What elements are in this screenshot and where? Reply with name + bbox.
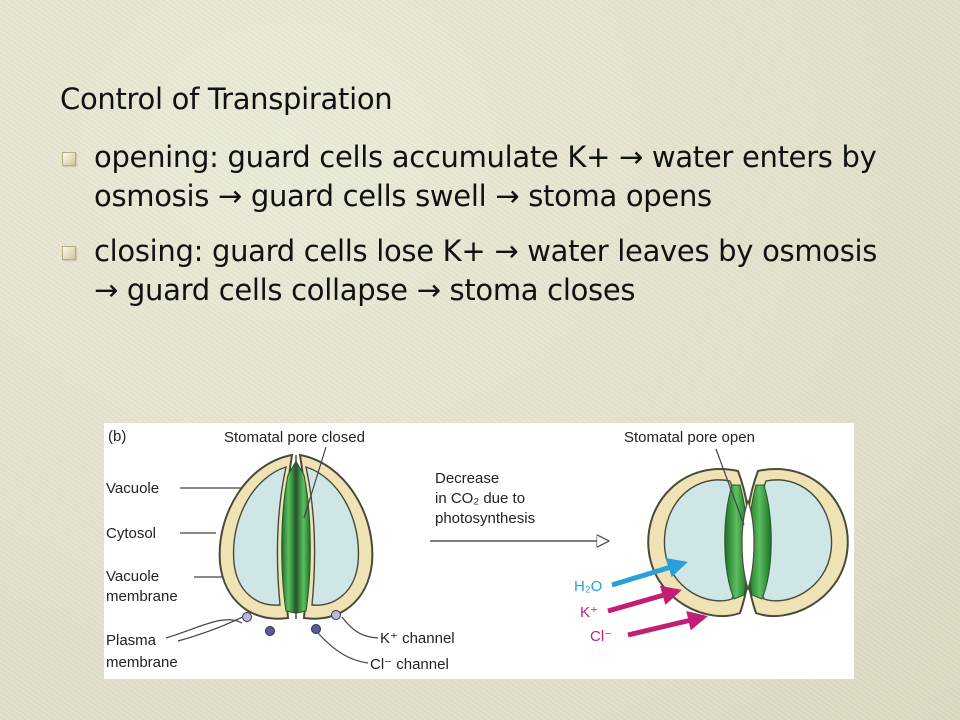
open-stoma-title: Stomatal pore open xyxy=(624,429,755,446)
bullet-list: opening: guard cells accumulate K+ → wat… xyxy=(60,138,900,326)
stomata-diagram: (b) Vacuole Cytosol Vacuole membrane Pla… xyxy=(106,428,849,673)
closed-pore-pointer xyxy=(303,446,327,519)
bullet-opening: opening: guard cells accumulate K+ → wat… xyxy=(60,138,900,216)
potassium-label: K⁺ xyxy=(580,604,598,621)
open-stoma xyxy=(647,468,849,618)
stomata-figure: (b) Vacuole Cytosol Vacuole membrane Pla… xyxy=(104,423,854,679)
slide-title: Control of Transpiration xyxy=(60,82,393,116)
label-plasma-membrane-2: membrane xyxy=(106,654,178,671)
water-arrow xyxy=(611,558,688,588)
label-cytosol: Cytosol xyxy=(106,525,156,542)
label-vacuole: Vacuole xyxy=(106,480,159,497)
closed-stoma-title: Stomatal pore closed xyxy=(224,429,365,446)
label-vacuole-membrane-1: Vacuole xyxy=(106,568,159,585)
panel-label: (b) xyxy=(108,428,126,445)
chloride-label: Cl⁻ xyxy=(590,628,612,645)
bullet-closing: closing: guard cells lose K+ → water lea… xyxy=(60,232,900,310)
water-label: H₂O xyxy=(574,578,602,595)
transition-line-1: Decrease xyxy=(435,470,499,487)
k-channel-label: K⁺ channel xyxy=(380,630,455,647)
label-plasma-membrane-1: Plasma xyxy=(106,632,157,649)
transition-line-3: photosynthesis xyxy=(435,510,535,527)
bullet-text-opening: opening: guard cells accumulate K+ → wat… xyxy=(94,140,877,213)
label-vacuole-membrane-2: membrane xyxy=(106,588,178,605)
bullet-text-closing: closing: guard cells lose K+ → water lea… xyxy=(94,234,878,307)
closed-stoma xyxy=(218,453,374,636)
bullet-square-icon xyxy=(62,152,76,166)
potassium-arrow xyxy=(607,585,682,614)
cl-channel-label: Cl⁻ channel xyxy=(370,656,449,673)
bullet-square-icon xyxy=(62,246,76,260)
open-pore-pointer xyxy=(715,448,745,526)
chloride-arrow xyxy=(627,610,708,638)
transition-line-2: in CO₂ due to xyxy=(435,490,525,507)
